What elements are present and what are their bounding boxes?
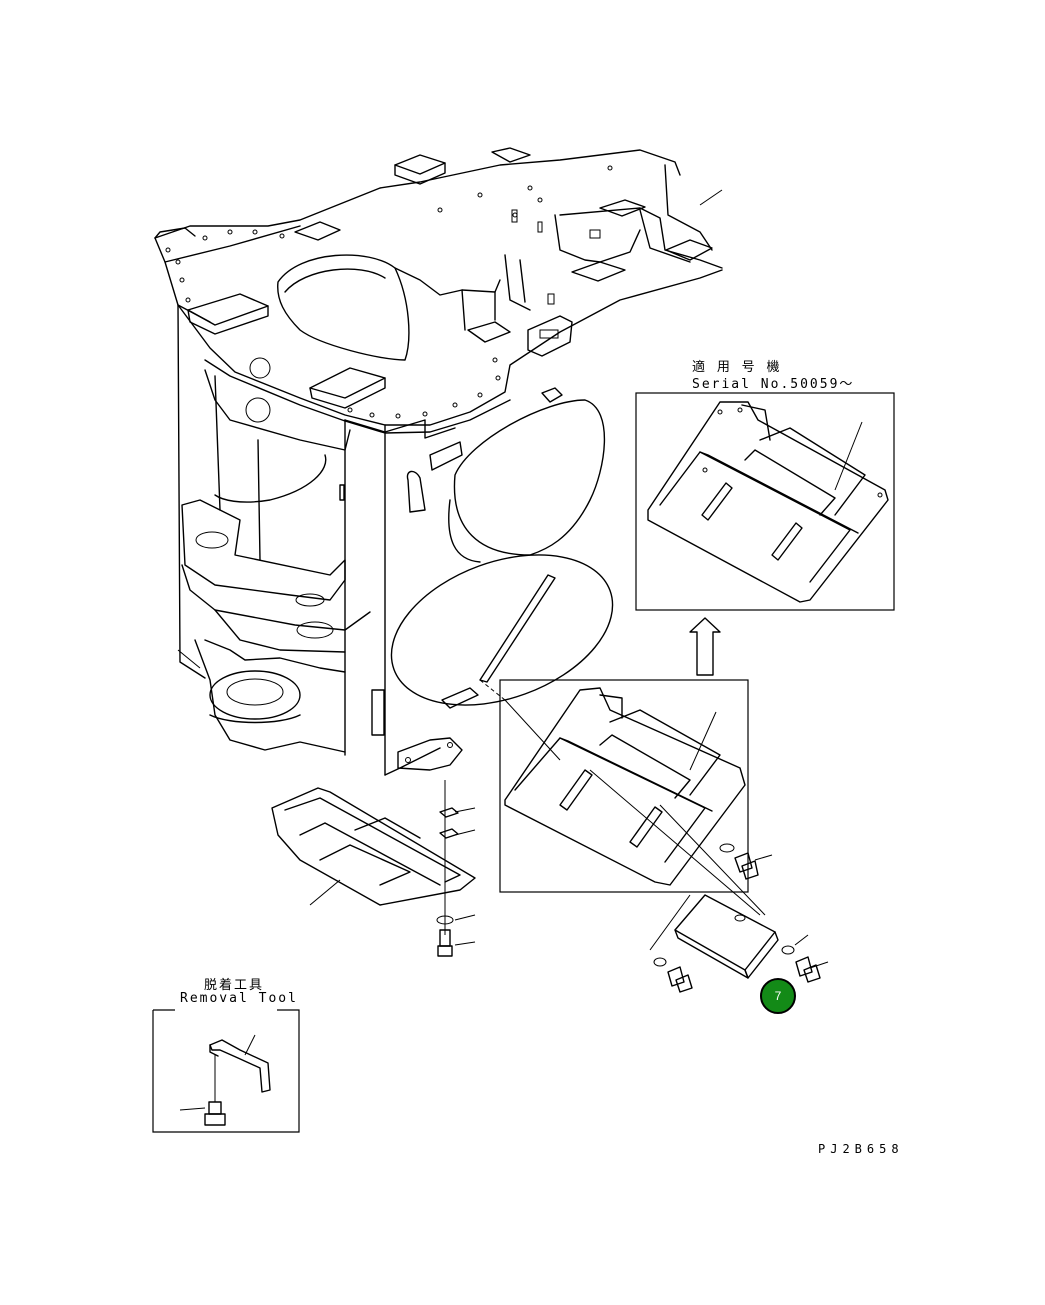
drawing-code: PJ2B658 bbox=[818, 1142, 904, 1156]
detail-box-current bbox=[499, 679, 766, 916]
arrow-up-icon bbox=[689, 617, 721, 676]
small-cover-plate bbox=[649, 843, 829, 993]
callout-number: 7 bbox=[774, 989, 782, 1003]
serial-note-jp: 適 用 号 機 bbox=[692, 360, 782, 375]
serial-note-en: Serial No.50059〜 bbox=[692, 377, 855, 392]
removal-tool-box bbox=[152, 1009, 300, 1133]
lower-guard bbox=[271, 780, 476, 957]
callout-badge[interactable]: 7 bbox=[760, 978, 796, 1014]
removal-tool-jp: 脱着工具 bbox=[204, 978, 265, 993]
main-frame bbox=[154, 147, 723, 776]
detail-box-serial bbox=[635, 392, 895, 611]
frame-holes bbox=[165, 165, 613, 423]
removal-tool-en: Removal Tool bbox=[180, 991, 298, 1006]
